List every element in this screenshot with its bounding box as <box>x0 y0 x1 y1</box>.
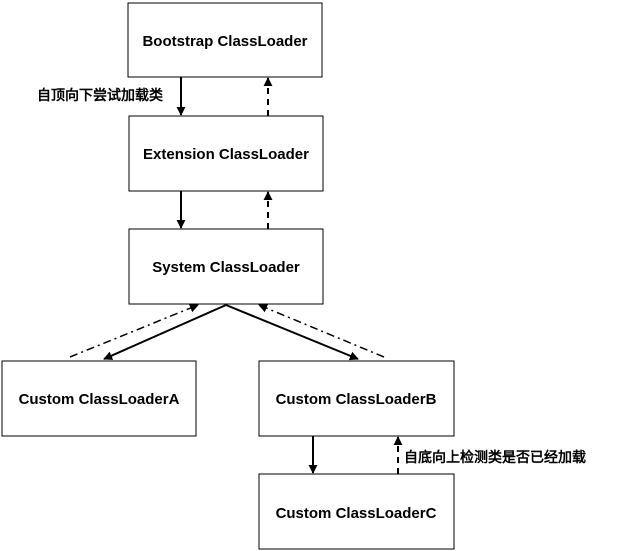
dashed-arrow-custom-b-to-system <box>258 303 385 358</box>
system-classloader-node: System ClassLoader <box>128 228 324 305</box>
extension-classloader-node: Extension ClassLoader <box>128 115 324 192</box>
bootstrap-classloader-label: Bootstrap ClassLoader <box>142 33 307 50</box>
arrow-system-to-custom-a <box>103 304 227 360</box>
custom-classloader-c-label: Custom ClassLoaderC <box>276 505 437 522</box>
bottom-up-annotation: 自底向上检测类是否已经加载 <box>404 449 586 466</box>
custom-classloader-a-label: Custom ClassLoaderA <box>19 391 180 408</box>
arrow-system-to-custom-b <box>225 304 359 361</box>
custom-classloader-b-node: Custom ClassLoaderB <box>258 360 455 437</box>
system-classloader-label: System ClassLoader <box>152 259 300 276</box>
bootstrap-classloader-node: Bootstrap ClassLoader <box>127 2 323 78</box>
extension-classloader-label: Extension ClassLoader <box>143 146 309 163</box>
top-down-annotation: 自顶向下尝试加载类 <box>37 87 164 104</box>
custom-classloader-c-node: Custom ClassLoaderC <box>258 473 455 550</box>
custom-classloader-b-label: Custom ClassLoaderB <box>276 391 437 408</box>
dashed-arrow-custom-a-to-system <box>69 303 199 358</box>
custom-classloader-a-node: Custom ClassLoaderA <box>1 360 197 437</box>
